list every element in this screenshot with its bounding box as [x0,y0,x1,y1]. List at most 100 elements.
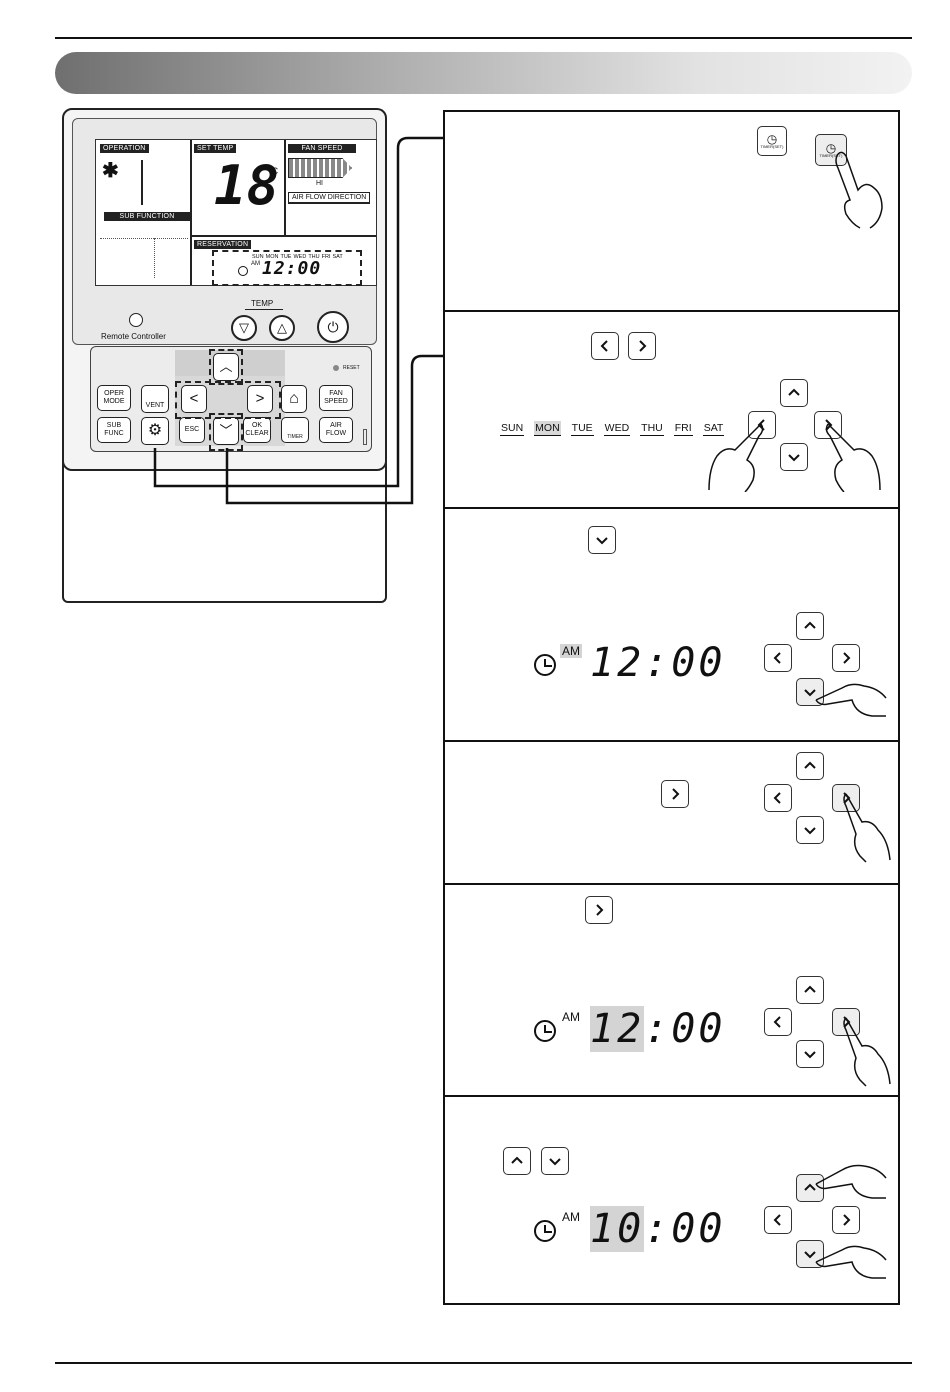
chevron-down-key[interactable] [796,678,824,706]
ok-clear-button[interactable]: OK CLEAR [243,417,271,443]
timer-key-pressed[interactable]: ◷ TIMER(SET) [815,134,847,166]
minute-digits: :00 [644,1206,726,1252]
lcd-time: 12:00 [262,258,322,279]
lcd-day: SUN [252,254,264,260]
hand-pointer-icon [815,1164,887,1199]
chevron-left-key[interactable] [591,332,619,360]
chevron-down-icon[interactable]: ﹀ [213,417,239,445]
fan-level: HI [316,180,323,187]
chevron-up-key[interactable] [780,379,808,407]
minute-digits: :00 [644,1006,726,1052]
gear-icon[interactable]: ⚙ [141,417,169,445]
chevron-left-key[interactable] [764,1008,792,1036]
lcd-day: WED [293,254,307,260]
operation-label: OPERATION [100,144,149,153]
lcd-day: THU [308,254,320,260]
fan-speed-button[interactable]: FAN SPEED [319,385,353,411]
temp-up-button[interactable]: △ [269,315,295,341]
nav-up-highlight [209,349,243,385]
ampm-indicator: AM [562,1010,580,1024]
remote-keypad: RESET OPER MODE SUB FUNC VENT ⚙ ESC OK C… [90,346,372,452]
nav-lr-highlight [175,381,281,419]
chevron-right-key[interactable] [585,896,613,924]
chevron-right-key[interactable] [661,780,689,808]
lcd-ampm: AM [251,261,260,267]
chevron-down-key[interactable] [780,443,808,471]
chevron-left-key[interactable] [764,1206,792,1234]
day-tue: TUE [570,422,594,436]
temp-down-button[interactable]: ▽ [231,315,257,341]
lcd-divider [141,160,143,205]
step-divider [443,740,900,742]
timer-button[interactable]: TIMER [281,417,309,443]
chevron-up-key[interactable] [796,976,824,1004]
hand-pointer-icon [815,683,887,717]
reservation-label: RESERVATION [194,240,252,249]
day-sun: SUN [500,422,525,436]
chevron-left-key[interactable] [764,784,792,812]
power-button[interactable]: ⏻ [317,311,349,343]
slot-indicator [363,429,367,445]
lcd-dotted-line-v [154,238,155,278]
step-divider [443,1095,900,1097]
hand-pointer-icon [835,151,883,229]
oper-mode-button[interactable]: OPER MODE [97,385,131,411]
day-selector: SUN MON TUE WED THU FRI SAT [500,421,725,436]
chevron-right-icon[interactable]: > [247,385,273,413]
lcd-screen: OPERATION ✱ SUB FUNCTION SET TEMP 18 °C … [95,139,377,286]
chevron-down-key[interactable] [796,1040,824,1068]
clock-icon [534,654,556,676]
lcd-day: FRI [321,254,331,260]
vent-button[interactable]: VENT [141,385,169,413]
hand-pointer-icon [843,793,891,863]
lcd-divider [190,140,192,285]
hour-digits: 12 [590,1006,645,1052]
esc-button[interactable]: ESC [179,417,205,443]
bottom-rule [55,1362,912,1364]
steps-panel [443,110,900,1305]
chevron-left-key[interactable] [764,644,792,672]
set-temp-label: SET TEMP [194,144,237,153]
hand-pointer-icon [815,1245,887,1279]
chevron-right-key[interactable] [628,332,656,360]
chevron-up-key[interactable] [796,612,824,640]
time-digits: 12:00 [590,640,726,686]
clock-icon [534,1020,556,1042]
chevron-down-key[interactable] [796,816,824,844]
timer-key-label: TIMER(SET) [819,153,843,158]
reset-dot [333,365,339,371]
chevron-left-icon[interactable]: < [181,385,207,413]
temp-unit: °C [268,166,279,176]
chevron-up-icon[interactable]: ︿ [213,353,239,381]
remote-display-area: OPERATION ✱ SUB FUNCTION SET TEMP 18 °C … [72,118,377,345]
day-mon: MON [534,421,561,436]
ampm-indicator: AM [560,644,582,658]
chevron-down-key[interactable] [796,1240,824,1268]
chevron-right-key[interactable] [832,1206,860,1234]
sub-function-label: SUB FUNCTION [104,212,190,221]
chevron-down-key[interactable] [588,526,616,554]
ampm-indicator: AM [562,1210,580,1224]
air-flow-button[interactable]: AIR FLOW [319,417,353,443]
clock-icon: ◷ [766,132,778,146]
timer-key[interactable]: ◷ TIMER(SET) [757,126,787,156]
section-banner [55,52,912,94]
lcd-day: MON [265,254,279,260]
chevron-up-key[interactable] [796,752,824,780]
lcd-days: SUN MON TUE WED THU FRI SAT [252,254,343,260]
chevron-right-key[interactable] [832,644,860,672]
hand-pointer-icon [825,423,881,492]
chevron-up-key[interactable] [503,1147,531,1175]
lcd-day: TUE [280,254,292,260]
day-thu: THU [640,422,664,436]
remote-lower-frame [62,456,387,603]
lcd-dotted-line [100,238,188,239]
lcd-divider [190,235,376,237]
home-icon[interactable]: ⌂ [281,385,307,413]
remote-name: Remote Controller [101,332,166,341]
day-fri: FRI [673,422,693,436]
chevron-down-key[interactable] [541,1147,569,1175]
chevron-left-key[interactable] [748,411,776,439]
sub-func-button[interactable]: SUB FUNC [97,417,131,443]
